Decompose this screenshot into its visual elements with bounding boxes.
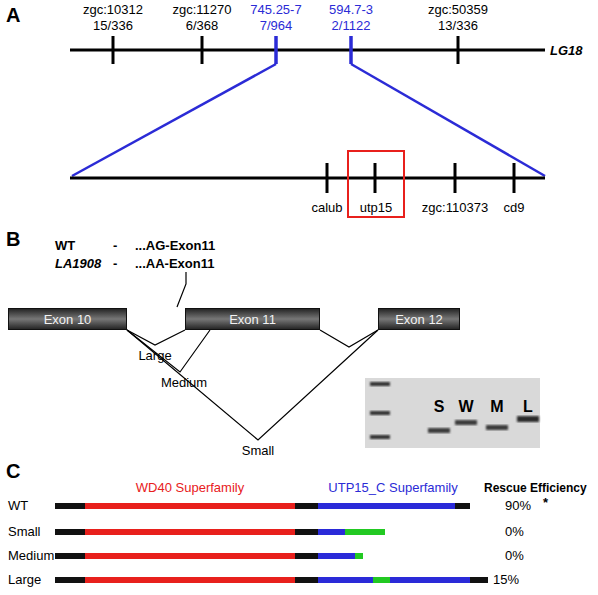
recombination-ratio: 2/1122 xyxy=(332,18,371,33)
gene-tick xyxy=(326,163,329,193)
chromosome-line xyxy=(70,49,545,52)
marker-tick xyxy=(457,36,460,64)
lane-label: M xyxy=(490,398,503,416)
sequence-text: ...AA-Exon11 xyxy=(135,256,214,271)
panel-letter: C xyxy=(6,460,20,482)
marker-tick xyxy=(274,36,278,64)
recombination-ratio: 13/336 xyxy=(438,18,478,33)
marker-name: 594.7-3 xyxy=(329,2,373,17)
zoom-line xyxy=(351,64,545,176)
gene-name: utp15 xyxy=(360,200,393,215)
marker-name: zgc:50359 xyxy=(428,2,488,17)
gene-tick xyxy=(374,163,377,193)
ladder-band xyxy=(370,435,390,439)
zoom-line xyxy=(72,64,276,176)
exon-box: Exon 10 xyxy=(8,308,127,330)
ladder-band xyxy=(370,382,390,386)
column-header: Rescue Efficiency xyxy=(484,481,587,496)
exon-name: Exon 10 xyxy=(44,312,92,327)
exon-box: Exon 11 xyxy=(185,308,320,330)
splice-connector xyxy=(127,330,210,372)
gene-tick xyxy=(454,163,457,193)
row-label: Small xyxy=(8,524,41,539)
panel-letter: B xyxy=(6,228,20,250)
separator: - xyxy=(113,238,117,253)
recombination-ratio: 7/964 xyxy=(260,18,293,33)
interval-line xyxy=(70,177,545,180)
domain-name: WD40 Superfamily xyxy=(136,480,244,495)
sequence-text: ...AG-Exon11 xyxy=(135,238,215,253)
rescue-value: 90% xyxy=(505,498,531,513)
allele-name: LA1908 xyxy=(55,256,101,271)
separator: - xyxy=(113,256,117,271)
protein-bar xyxy=(55,529,385,535)
lane-label: S xyxy=(434,398,445,416)
gel-band xyxy=(428,428,450,433)
splice-connector xyxy=(127,330,378,440)
marker-name: zgc:11270 xyxy=(172,2,231,17)
row-label: WT xyxy=(8,498,28,513)
row-label: Large xyxy=(8,572,41,587)
rescue-value: 15% xyxy=(493,572,519,587)
gene-name: cd9 xyxy=(504,200,525,215)
lane-label: L xyxy=(523,398,533,416)
panel-letter: A xyxy=(6,4,20,26)
marker-tick xyxy=(112,36,115,64)
chromosome-name: LG18 xyxy=(550,43,583,58)
marker-name: 745.25-7 xyxy=(250,2,301,17)
marker-tick xyxy=(349,36,353,64)
gene-tick xyxy=(513,163,516,193)
gel-band xyxy=(455,420,477,425)
gel-band xyxy=(517,416,539,422)
marker-name: zgc:10312 xyxy=(83,2,143,17)
protein-bar xyxy=(55,577,488,583)
protein-bar xyxy=(55,553,363,559)
allele-name: WT xyxy=(55,238,75,253)
gene-highlight-box: utp15 xyxy=(347,150,405,218)
row-label: Medium xyxy=(8,548,54,563)
recombination-ratio: 6/368 xyxy=(186,18,219,33)
protein-bar xyxy=(55,503,470,509)
gel-band xyxy=(486,425,508,430)
significance-mark: * xyxy=(543,495,548,510)
gene-name: calub xyxy=(311,200,342,215)
domain-name: UTP15_C Superfamily xyxy=(328,480,457,495)
gene-name: zgc:110373 xyxy=(422,200,488,215)
exon-name: Exon 12 xyxy=(395,312,443,327)
splice-label: Large xyxy=(138,348,171,363)
recombination-ratio: 15/336 xyxy=(93,18,133,33)
gel-background xyxy=(365,378,540,448)
rescue-value: 0% xyxy=(505,548,524,563)
mutation-pointer xyxy=(177,272,186,307)
lane-label: W xyxy=(458,398,473,416)
exon-name: Exon 11 xyxy=(229,312,276,327)
splice-label: Small xyxy=(242,443,275,458)
exon-box: Exon 12 xyxy=(378,308,460,330)
rescue-value: 0% xyxy=(505,524,524,539)
ladder-band xyxy=(370,411,390,415)
splice-label: Medium xyxy=(161,375,207,390)
marker-tick xyxy=(201,36,204,64)
